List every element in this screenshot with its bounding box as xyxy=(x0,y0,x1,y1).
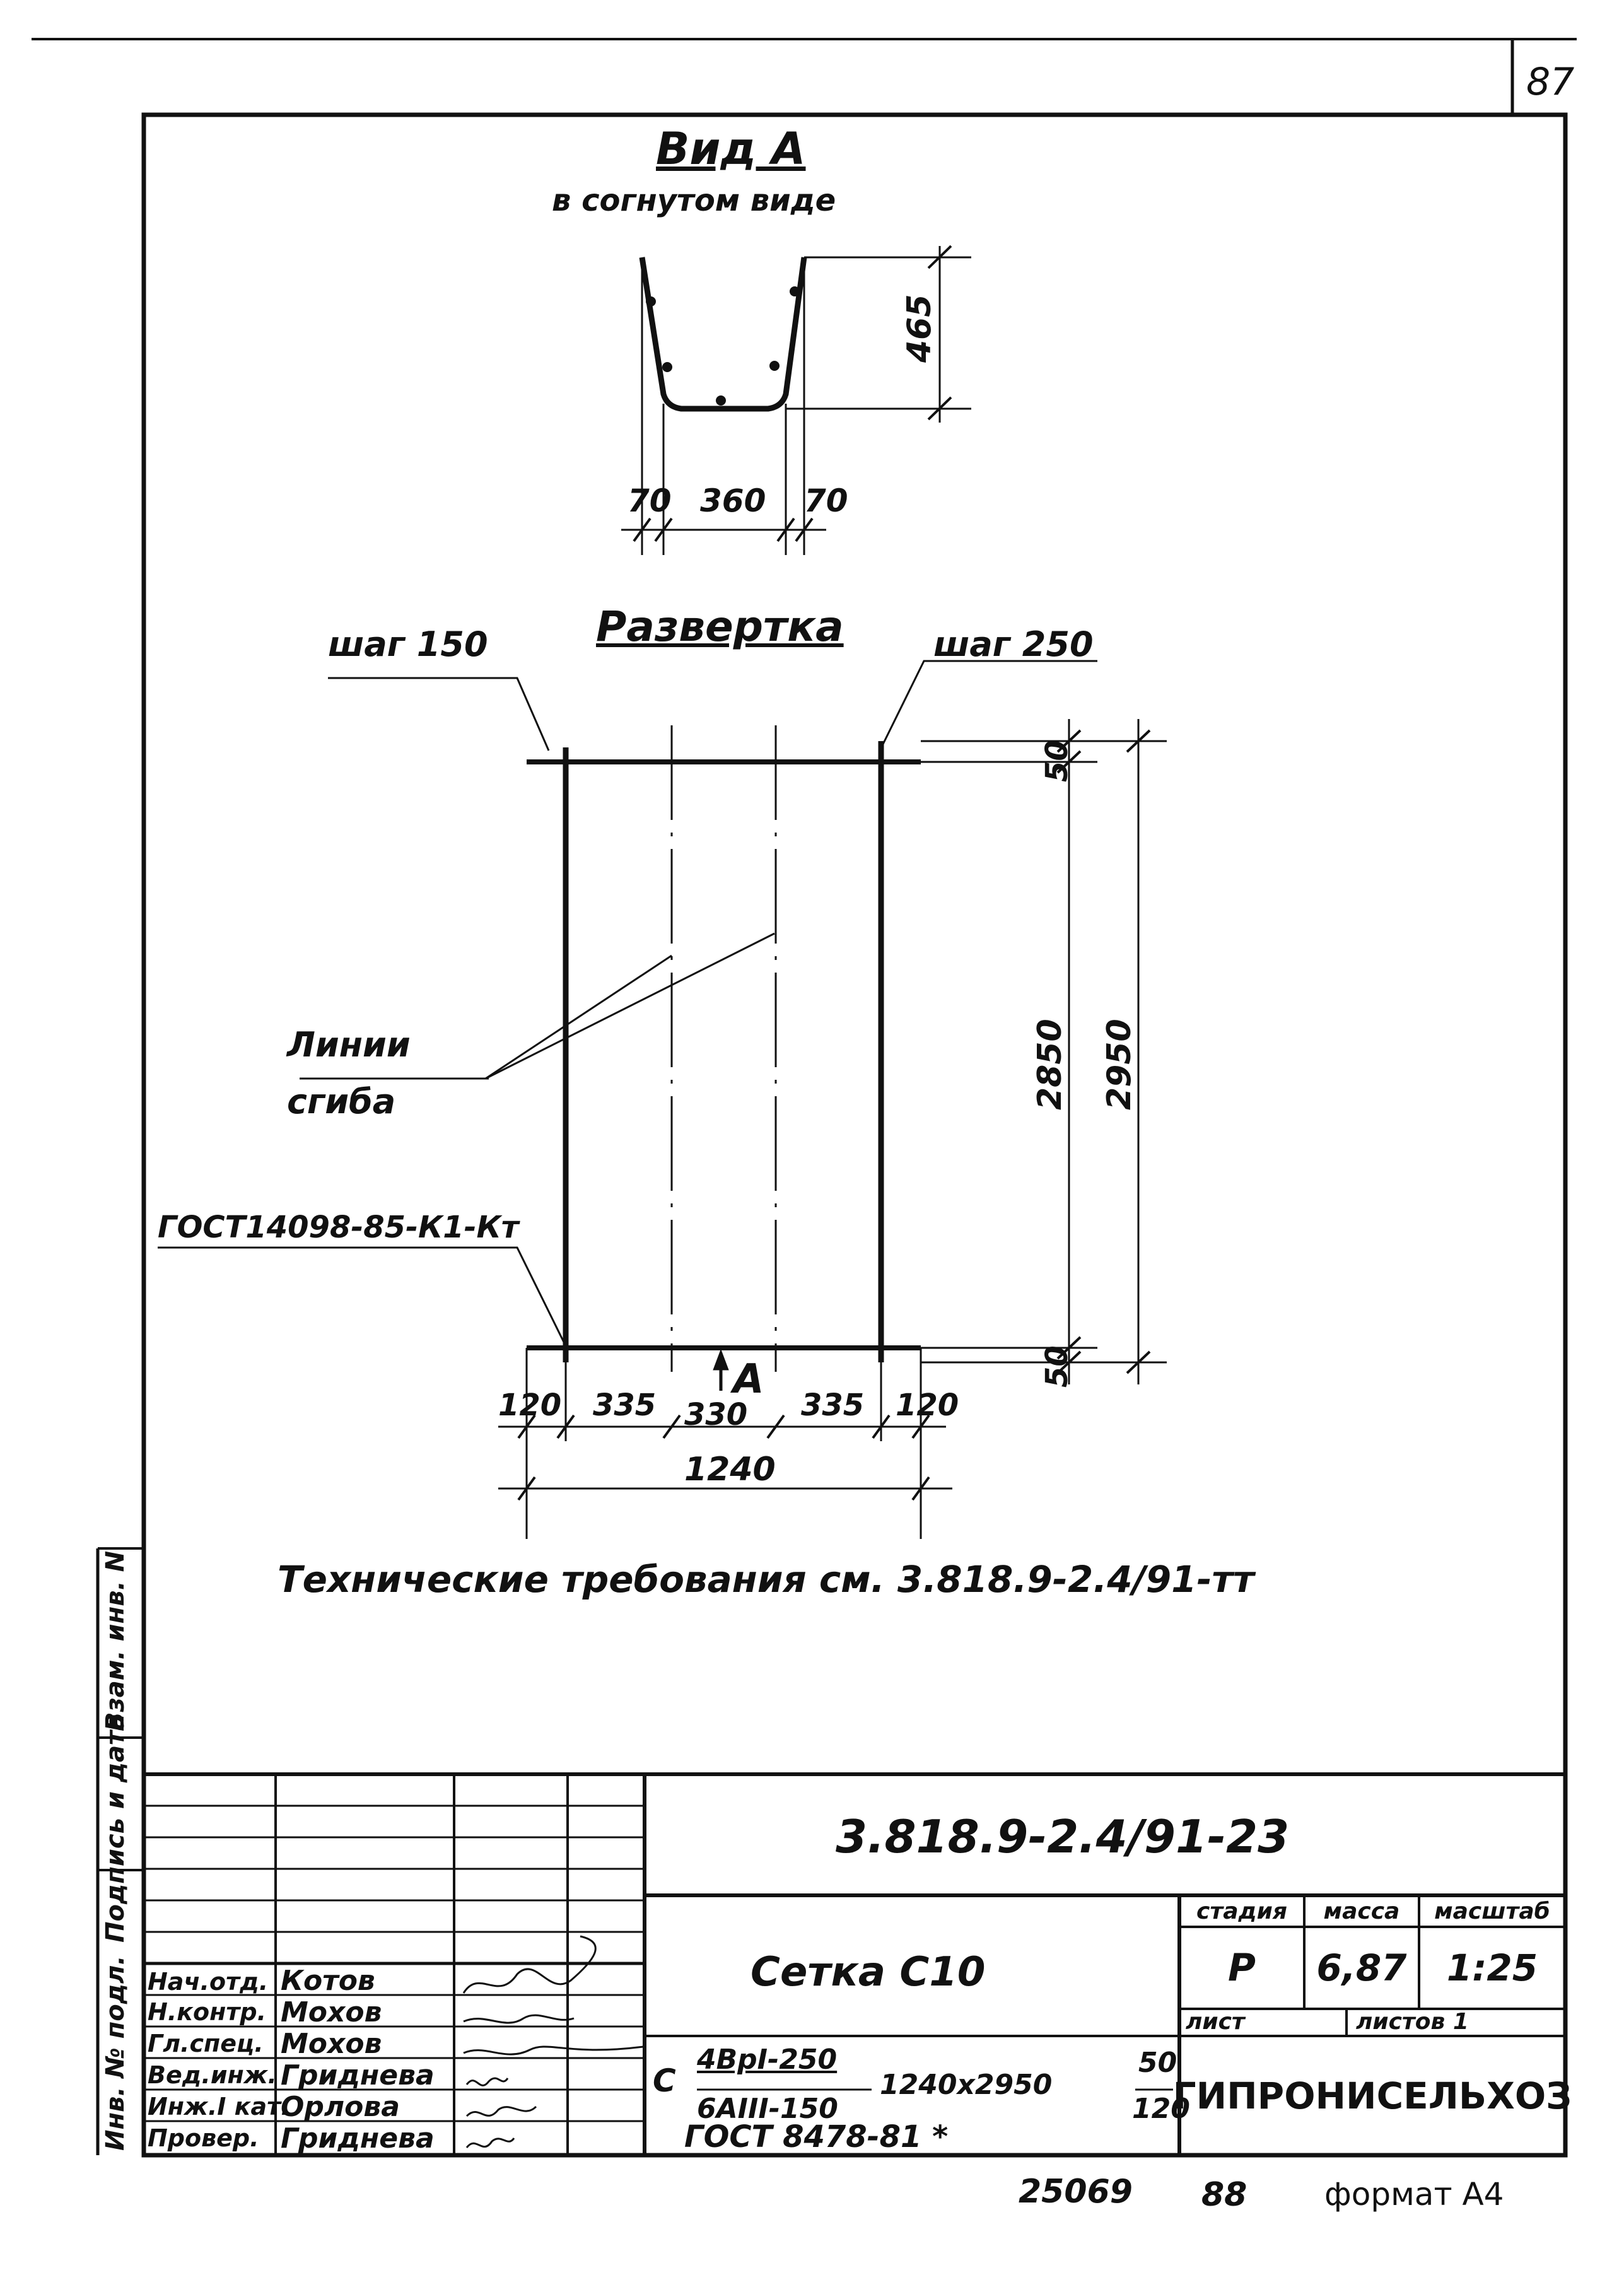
side-stamp-sign: Подпись и дата xyxy=(101,1713,130,1943)
dim-330: 330 xyxy=(684,1397,748,1432)
fold-lines-label-1: Линии xyxy=(287,1025,411,1065)
name-checker: Гриднева xyxy=(281,2122,435,2155)
dim-2850: 2850 xyxy=(1031,1019,1069,1110)
gost-weld-label: ГОСТ14098-85-К1-Кт xyxy=(158,1210,519,1245)
role-lead-engineer: Вед.инж. xyxy=(148,2061,277,2089)
spec-prefix: С xyxy=(653,2062,676,2099)
stage-value: Р xyxy=(1228,1946,1256,1990)
spec-gost: ГОСТ 8478-81 * xyxy=(684,2119,949,2155)
spec-rods-top: 4BpI-250 xyxy=(697,2044,838,2076)
name-norm-control: Мохов xyxy=(281,1996,382,2028)
fold-lines-label-2: сгиба xyxy=(287,1082,396,1121)
side-stamp-inv: Инв. № подл. xyxy=(101,1955,130,2151)
name-engineer: Орлова xyxy=(281,2091,400,2123)
step-250-label: шаг 250 xyxy=(933,624,1094,664)
scale-header: масштаб xyxy=(1434,1898,1550,1924)
name-chief-spec: Мохов xyxy=(281,2028,382,2060)
dim-335-right: 335 xyxy=(801,1388,865,1423)
page-number: 87 xyxy=(1526,60,1575,104)
dim-50-top: 50 xyxy=(1039,740,1075,782)
signatures xyxy=(462,1935,644,2148)
sheets-header: листов 1 xyxy=(1356,2009,1469,2035)
dim-335-left: 335 xyxy=(593,1388,657,1423)
view-a-subtitle: в согнутом виде xyxy=(552,183,836,218)
side-stamp-replace: Взам. инв. N xyxy=(101,1550,130,1731)
technical-requirements: Технические требования см. 3.818.9-2.4/9… xyxy=(277,1558,1254,1601)
name-head: Котов xyxy=(281,1965,375,1997)
unfold-title: Развертка xyxy=(596,602,844,651)
role-engineer: Инж.I кат. xyxy=(148,2093,290,2120)
spec-size: 1240x2950 xyxy=(880,2069,1053,2101)
product-name: Сетка С10 xyxy=(751,1949,986,1996)
stage-header: стадия xyxy=(1196,1898,1287,1924)
spec-rods-bottom: 6AIII-150 xyxy=(697,2093,838,2125)
bottom-number-1: 25069 xyxy=(1019,2173,1133,2211)
format-label: формат А4 xyxy=(1324,2176,1504,2213)
role-checker: Провер. xyxy=(148,2124,259,2152)
doc-code: 3.818.9-2.4/91-23 xyxy=(836,1810,1290,1863)
scale-value: 1:25 xyxy=(1446,1946,1538,1989)
role-chief-spec: Гл.спец. xyxy=(148,2030,264,2057)
organization: ГИПРОНИСЕЛЬХОЗ xyxy=(1172,2074,1572,2117)
role-norm-control: Н.контр. xyxy=(148,1998,267,2026)
view-mark-a: А xyxy=(733,1356,764,1403)
sheet-header: лист xyxy=(1186,2009,1245,2035)
step-150-label: шаг 150 xyxy=(328,624,488,664)
dim-2950: 2950 xyxy=(1101,1019,1138,1110)
dim-360: 360 xyxy=(700,483,766,519)
dim-70-right: 70 xyxy=(804,483,848,519)
mass-value: 6,87 xyxy=(1316,1946,1407,1989)
spec-frac-top: 50 xyxy=(1138,2047,1177,2079)
mass-header: масса xyxy=(1323,1898,1400,1924)
bottom-number-2: 88 xyxy=(1201,2176,1247,2214)
spec-frac-bottom: 120 xyxy=(1132,2093,1190,2125)
dim-465: 465 xyxy=(901,294,938,363)
name-lead-engineer: Гриднева xyxy=(281,2059,435,2091)
dim-1240: 1240 xyxy=(684,1451,776,1489)
dim-50-bottom: 50 xyxy=(1039,1345,1075,1388)
dim-70-left: 70 xyxy=(628,483,672,519)
dim-120-left: 120 xyxy=(498,1388,562,1423)
dim-120-right: 120 xyxy=(896,1388,959,1423)
view-a-title: Вид А xyxy=(656,123,806,175)
role-head: Нач.отд. xyxy=(148,1968,269,1996)
